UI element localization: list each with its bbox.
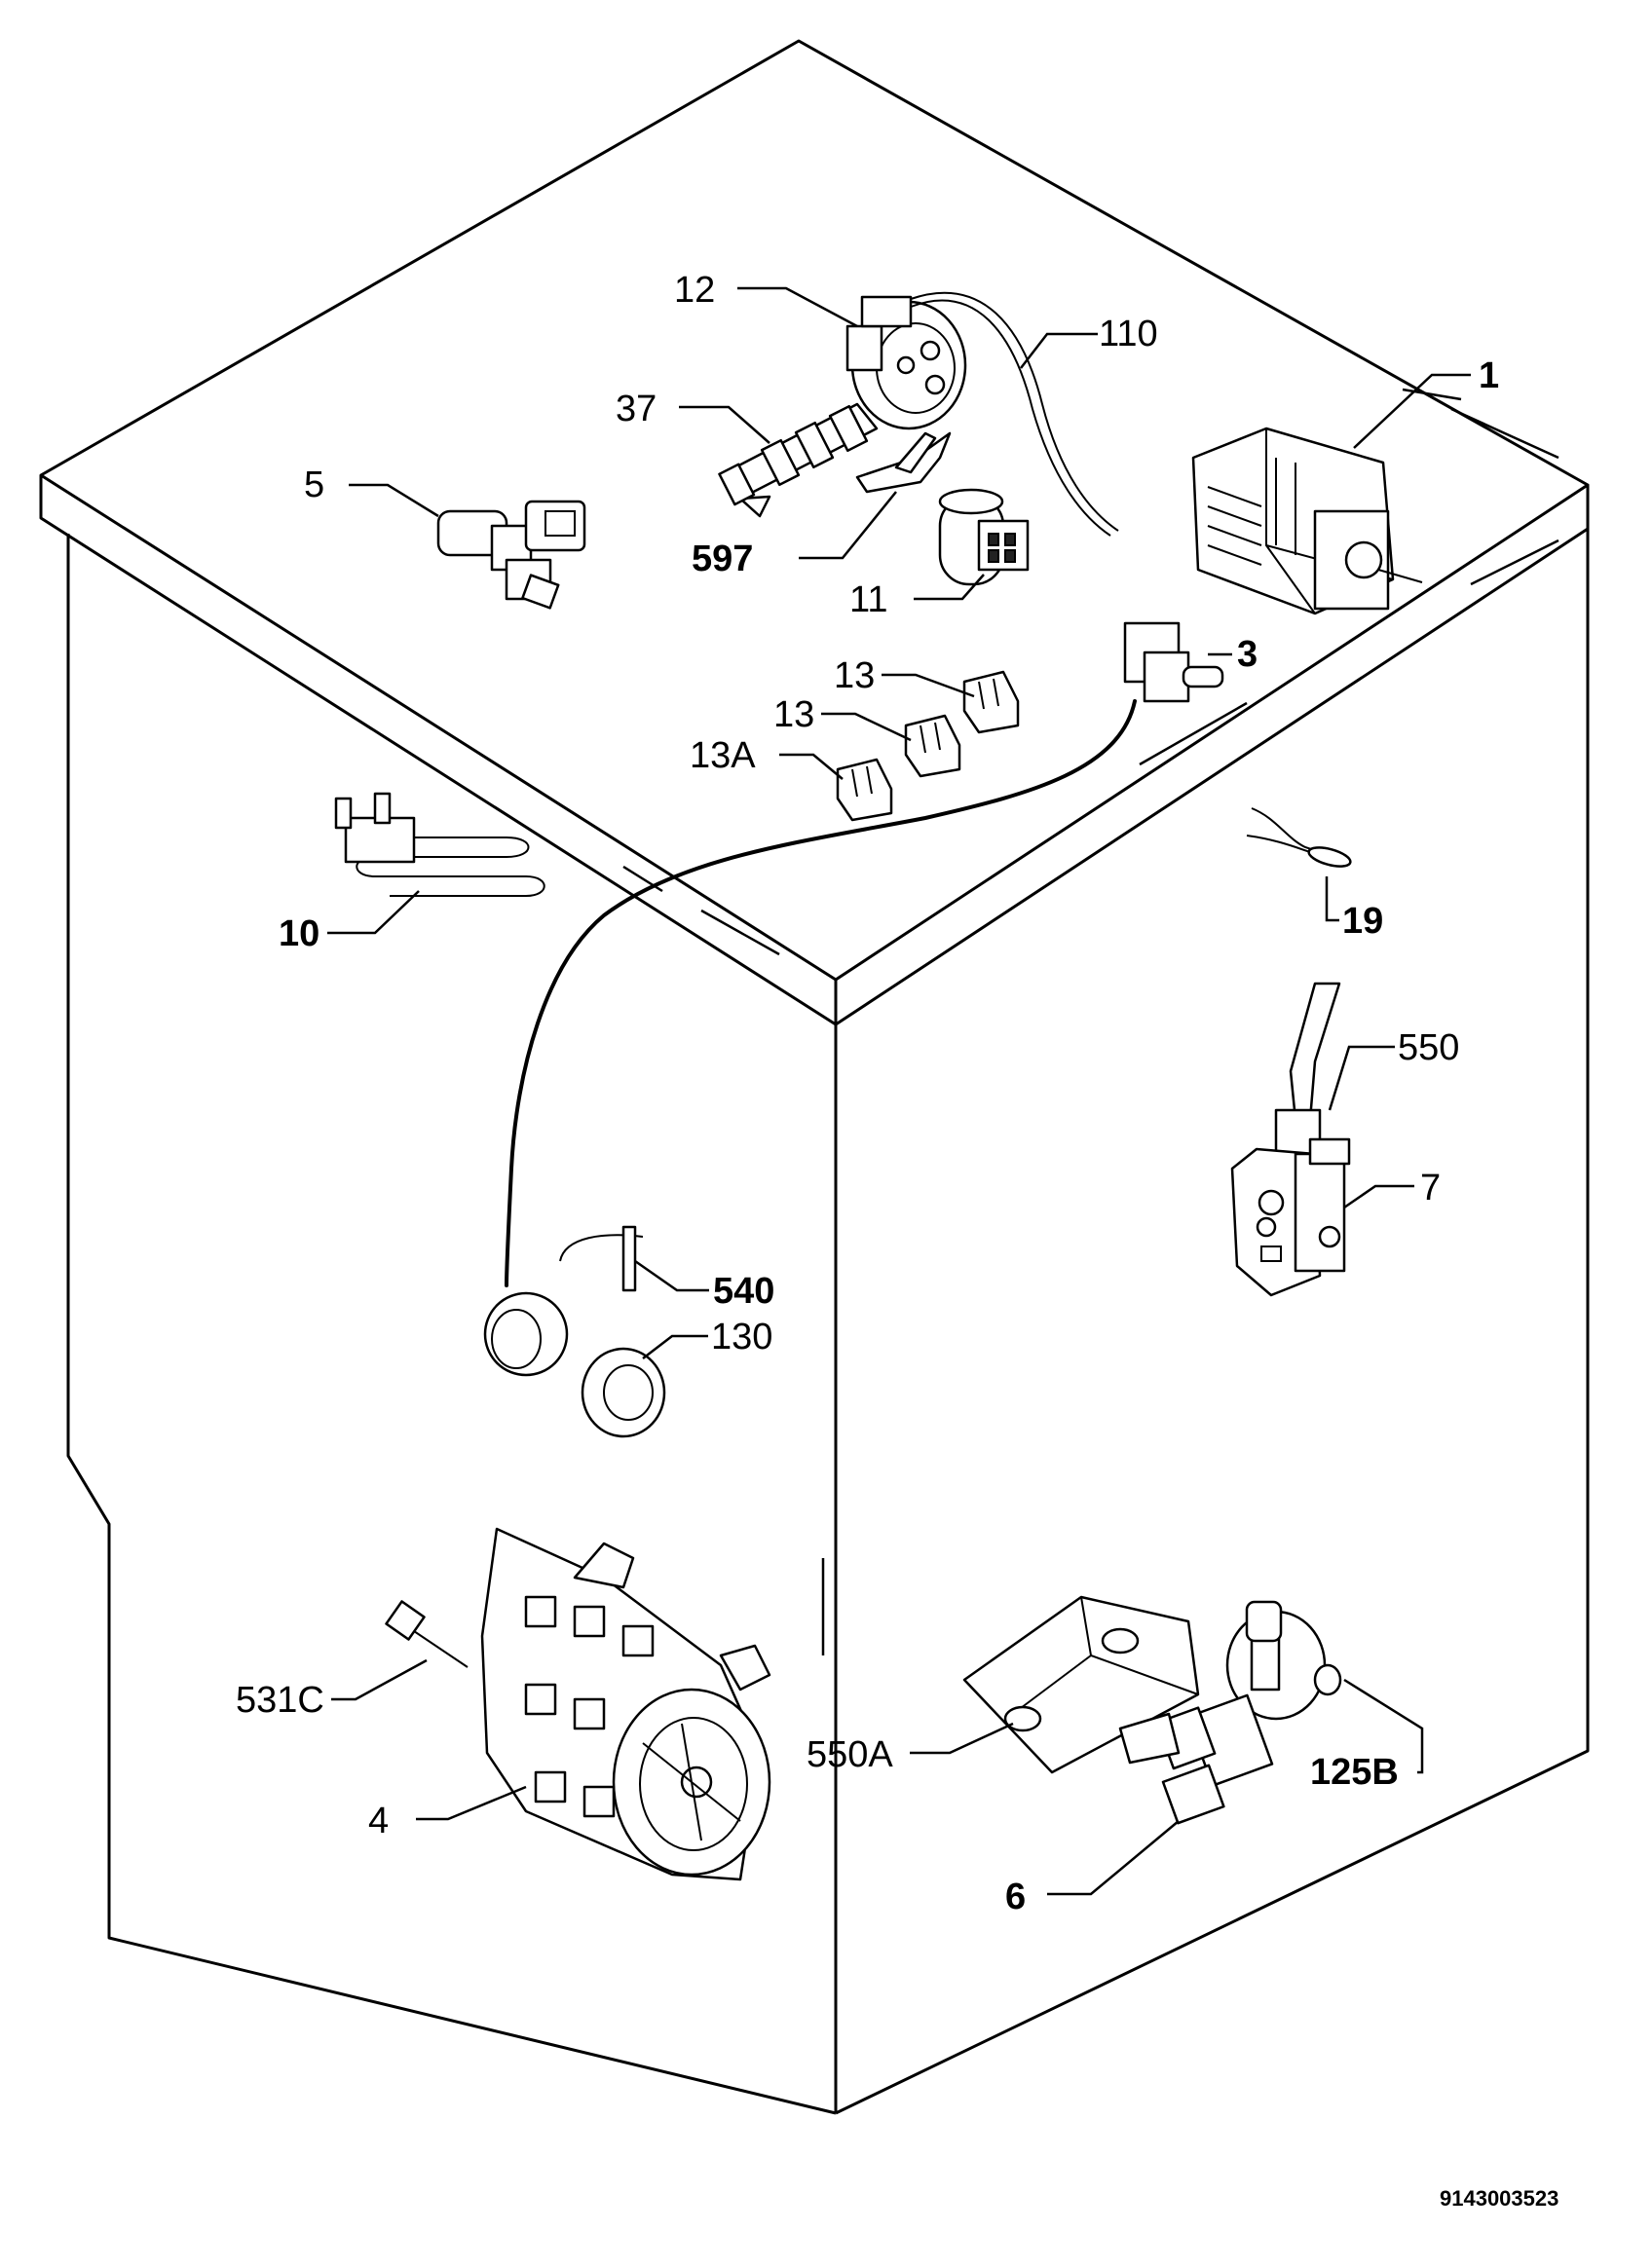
timer-part bbox=[1191, 427, 1423, 615]
pump-cover-part bbox=[962, 1595, 1200, 1774]
connector-13-lower bbox=[904, 714, 961, 778]
connector-13A bbox=[836, 758, 893, 822]
bracket-part bbox=[855, 431, 952, 494]
cabinet-outline bbox=[39, 39, 1590, 2115]
cable-clip-part bbox=[559, 1225, 644, 1292]
sensor-part bbox=[1246, 807, 1352, 868]
label-19: 19 bbox=[1342, 901, 1383, 942]
label-13A: 13A bbox=[690, 735, 756, 776]
door-switch-part bbox=[505, 621, 1224, 1287]
label-130: 130 bbox=[711, 1317, 772, 1357]
label-540: 540 bbox=[713, 1271, 774, 1312]
bolt-part bbox=[385, 1600, 469, 1668]
label-10: 10 bbox=[279, 913, 319, 954]
drawing-code: 9143003523 bbox=[1440, 2186, 1558, 2211]
label-3: 3 bbox=[1237, 634, 1258, 675]
leader-lines bbox=[327, 286, 1471, 1896]
label-125B: 125B bbox=[1310, 1752, 1399, 1793]
label-5: 5 bbox=[304, 465, 324, 505]
grommet-part bbox=[483, 1291, 569, 1377]
water-valve-part bbox=[436, 500, 586, 610]
seal-130-part bbox=[581, 1347, 666, 1438]
drain-pump-part bbox=[1118, 1600, 1342, 1825]
label-531C: 531C bbox=[236, 1680, 324, 1721]
motor-part bbox=[480, 1527, 771, 1881]
label-4: 4 bbox=[368, 1801, 389, 1841]
label-37: 37 bbox=[616, 389, 657, 429]
hose-part bbox=[910, 299, 1111, 537]
label-13-lower: 13 bbox=[773, 694, 814, 735]
door-lock-part bbox=[1230, 982, 1351, 1297]
terminal-block-part bbox=[718, 402, 879, 518]
label-550A: 550A bbox=[807, 1734, 893, 1775]
capacitor-part bbox=[938, 488, 1030, 586]
pressure-switch-part bbox=[845, 295, 967, 430]
label-7: 7 bbox=[1420, 1168, 1441, 1208]
label-11: 11 bbox=[849, 579, 887, 620]
label-110: 110 bbox=[1099, 314, 1158, 354]
label-12: 12 bbox=[674, 270, 715, 311]
label-6: 6 bbox=[1005, 1877, 1026, 1917]
label-550: 550 bbox=[1398, 1027, 1459, 1068]
label-597: 597 bbox=[692, 539, 753, 579]
connector-13-upper bbox=[962, 670, 1020, 734]
heating-element-part bbox=[334, 792, 545, 897]
label-1: 1 bbox=[1479, 355, 1499, 396]
hose-part-inner bbox=[910, 291, 1119, 532]
label-13-upper: 13 bbox=[834, 655, 875, 696]
